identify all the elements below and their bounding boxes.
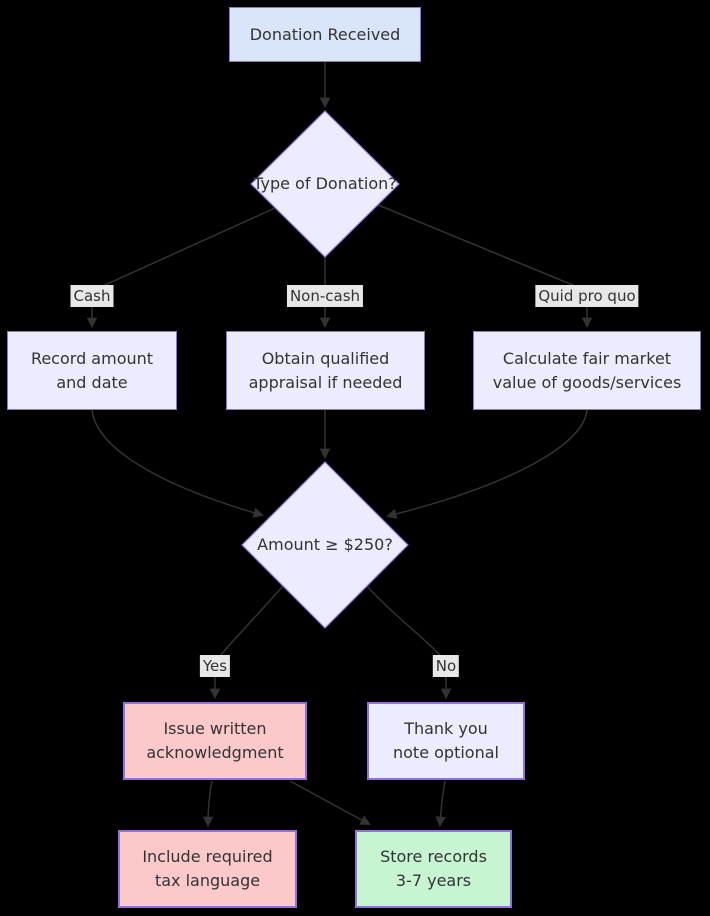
node-record-amount: Record amount and date — [7, 331, 177, 410]
node-label: Donation? — [315, 174, 397, 193]
edge-acknowledgment-to-tax — [202, 780, 214, 828]
node-label: 3-7 years — [395, 871, 472, 890]
node-label: Include required — [142, 847, 273, 866]
node-label: Thank you — [404, 719, 488, 738]
edge-label-quid-pro-quo: Quid pro quo — [535, 285, 639, 307]
edge-label-yes: Yes — [199, 655, 231, 677]
edge-label-cash: Cash — [70, 285, 114, 307]
node-label: appraisal if needed — [248, 372, 403, 392]
decision-amount-shape — [241, 461, 409, 629]
node-obtain-appraisal: Obtain qualified appraisal if needed — [226, 331, 425, 410]
node-store-records: Store records 3-7 years — [355, 830, 512, 908]
edge-amount-to-no-label — [366, 585, 442, 657]
node-label: Type of — [253, 174, 311, 193]
node-calculate-fair-market: Calculate fair market value of goods/ser… — [473, 331, 701, 410]
node-label: acknowledgment — [146, 743, 284, 762]
node-label: Record amount — [30, 348, 154, 368]
node-issue-acknowledgment: Issue written acknowledgment — [123, 702, 307, 780]
edge-type-to-cash-label — [93, 207, 276, 291]
node-label: Store records — [380, 847, 487, 866]
node-label: Donation Received — [249, 24, 401, 44]
node-label: Amount ≥ $250? — [257, 535, 393, 554]
edge-acknowledgment-to-store — [289, 780, 371, 826]
edge-record-to-amount — [91, 409, 265, 518]
node-donation-received: Donation Received — [229, 7, 421, 62]
edge-amount-to-yes-label — [219, 585, 284, 657]
node-label: and date — [56, 372, 128, 392]
decision-type-of-donation: Type of Donation? — [253, 172, 397, 196]
edge-label-non-cash: Non-cash — [286, 285, 364, 307]
edge-label-no: No — [432, 655, 460, 677]
edge-fair-market-to-amount — [385, 409, 588, 520]
edge-type-to-quid-label — [377, 204, 586, 291]
node-label: tax language — [154, 871, 261, 890]
node-label: Issue written — [163, 719, 267, 738]
node-label: Obtain qualified — [261, 348, 390, 368]
node-label: Calculate fair market — [502, 348, 672, 368]
node-label: note optional — [393, 743, 499, 762]
node-include-tax-language: Include required tax language — [118, 830, 297, 908]
edge-thank-you-to-store — [435, 780, 446, 828]
decision-amount-250: Amount ≥ $250? — [257, 533, 393, 557]
node-label: value of goods/services — [492, 372, 682, 392]
node-thank-you-note: Thank you note optional — [367, 702, 525, 780]
decision-type-shape — [250, 110, 400, 258]
